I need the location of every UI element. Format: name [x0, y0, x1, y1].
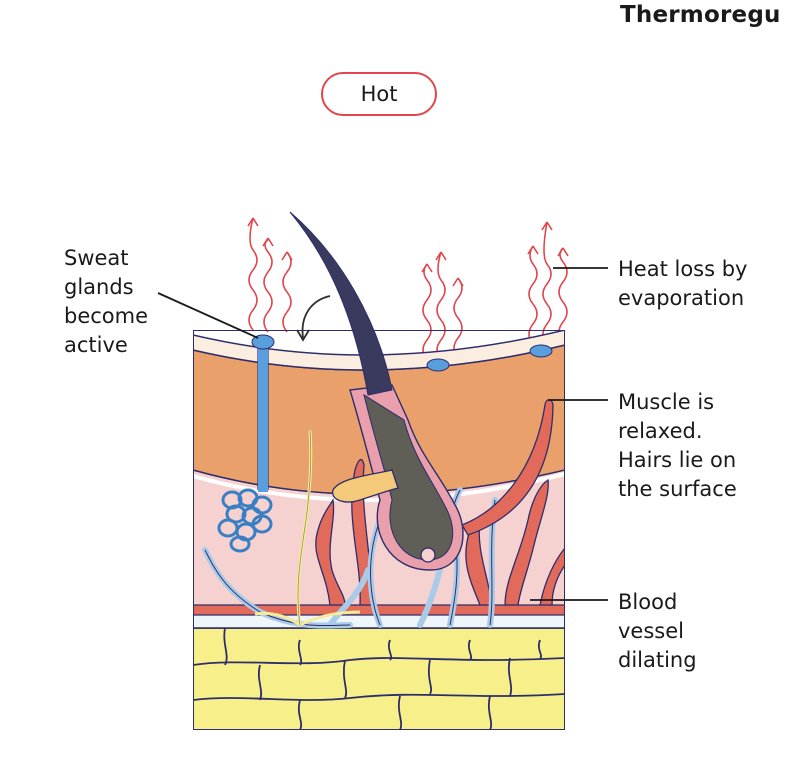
skin-surface [193, 330, 565, 371]
heat-arrow [452, 277, 464, 287]
fat-layer [193, 627, 565, 730]
heat-arrow [435, 251, 447, 261]
heat-arrow [262, 237, 274, 247]
label-heat-loss: Heat loss by evaporation [618, 257, 748, 310]
heat-loss-arrows [247, 217, 569, 361]
condition-badge-label: Hot [360, 82, 398, 106]
heat-arrow [541, 221, 553, 231]
heat-arrow [263, 239, 273, 333]
condition-badge: Hot [321, 72, 437, 116]
sweat-gland [217, 340, 273, 553]
fat-cells [193, 627, 565, 730]
label-sweat-glands: Sweat glands become active [64, 246, 149, 357]
heat-arrow [453, 277, 463, 359]
label-blood-vessel: Blood vessel dilating [618, 590, 697, 672]
heat-arrow [422, 263, 432, 361]
heat-arrow [542, 221, 552, 345]
heat-arrow [558, 247, 568, 343]
heat-arrow [436, 251, 446, 361]
heat-arrow [281, 251, 293, 261]
heat-arrow [248, 217, 258, 331]
dermal-papilla [420, 547, 436, 563]
heat-arrow [247, 217, 259, 227]
heat-arrow [527, 245, 539, 255]
sebaceous-gland [332, 469, 399, 503]
leader-sweat-glands [157, 292, 259, 339]
heat-arrow [528, 245, 538, 345]
heat-arrow [557, 247, 569, 257]
label-muscle: Muscle is relaxed. Hairs lie on the surf… [618, 390, 737, 501]
hair-lie-arrow [301, 295, 331, 339]
heat-arrow [282, 251, 292, 333]
diagram-title: Thermoregu [620, 2, 781, 28]
heat-arrow [421, 263, 433, 273]
leader-lines [157, 267, 608, 601]
hair-shaft [289, 211, 393, 396]
